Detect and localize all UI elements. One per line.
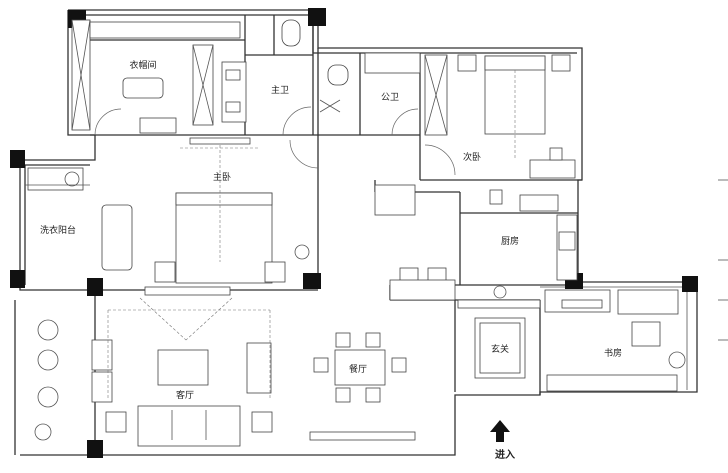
plant-icon xyxy=(668,351,686,369)
entrance-label: 进入 xyxy=(495,448,515,461)
room-label-study: 书房 xyxy=(604,347,622,359)
room-label-kitchen: 厨房 xyxy=(501,235,519,247)
plant-icon xyxy=(294,244,310,260)
plant-icon xyxy=(34,423,52,441)
sink-icon xyxy=(558,231,576,251)
master-bath-fixtures xyxy=(221,19,312,136)
plant-icon xyxy=(493,285,507,299)
laundry-furniture xyxy=(25,167,90,191)
room-label-living-room: 客厅 xyxy=(176,389,194,401)
living-room-furniture xyxy=(34,286,416,447)
room-label-closet: 衣帽间 xyxy=(129,59,156,71)
entry-arrow-icon xyxy=(490,420,510,442)
room-label-master-bath: 主卫 xyxy=(271,84,289,96)
study-furniture xyxy=(544,289,688,392)
public-bath-fixtures xyxy=(319,52,421,136)
room-label-public-bath: 公卫 xyxy=(381,92,399,103)
toilet-icon xyxy=(281,19,301,47)
room-label-dining-room: 餐厅 xyxy=(349,363,367,375)
dimension-ticks xyxy=(718,179,728,341)
room-label-master-bedroom: 主卧 xyxy=(213,171,231,183)
room-label-second-bedroom: 次卧 xyxy=(463,151,481,163)
room-labels: 衣帽间 主卫 公卫 次卧 主卧 洗衣阳台 厨房 玄关 书房 客厅 餐厅 进入 xyxy=(40,59,622,461)
room-label-foyer: 玄关 xyxy=(491,343,509,355)
master-bedroom-furniture xyxy=(101,137,319,284)
toilet-icon xyxy=(327,64,349,86)
room-label-laundry-balcony: 洗衣阳台 xyxy=(40,224,76,236)
stove-icon xyxy=(519,194,559,212)
closet-furniture xyxy=(71,19,241,136)
second-bedroom-furniture xyxy=(424,54,576,179)
kitchen-fixtures xyxy=(374,184,578,301)
dining-furniture xyxy=(313,332,407,403)
foyer-furniture xyxy=(457,285,541,442)
